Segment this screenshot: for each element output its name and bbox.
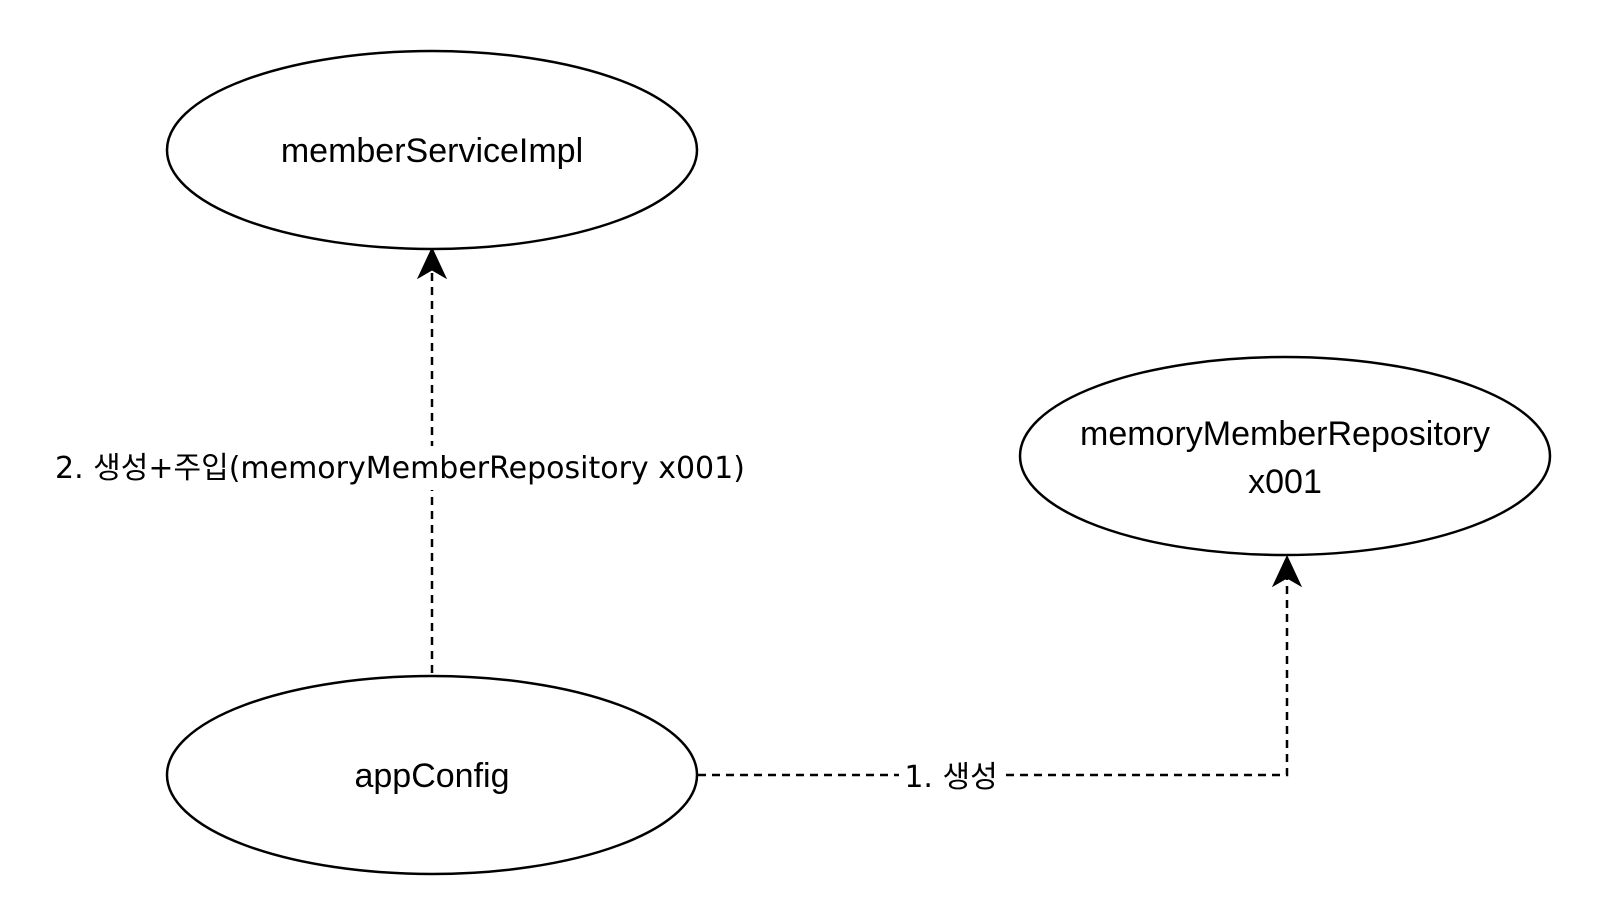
edge-create-repo-arrowhead [1271,554,1303,588]
node-app-config-label: appConfig [354,757,509,795]
node-memory-member-repository-shape [1018,355,1552,557]
node-member-service-impl-shape [165,49,699,251]
edge-create-inject-label: 2. 생성+주입(memoryMemberRepository x001) [55,451,745,486]
edge-create-inject-label-group: 2. 생성+주입(memoryMemberRepository x001) [50,446,810,490]
edge-create-repo-label: 1. 생성 [904,760,997,795]
edge-create-inject-label-bg [50,446,810,490]
node-app-config[interactable]: appConfig [165,674,699,876]
edge-create-repo [698,554,1303,777]
node-app-config-shape [165,674,699,876]
node-memory-member-repository-label-line2: x001 [1248,463,1322,501]
node-member-service-impl[interactable]: memberServiceImpl [165,49,699,251]
edge-create-repo-line [698,578,1289,777]
node-memory-member-repository[interactable]: memoryMemberRepository x001 [1018,355,1552,557]
node-memory-member-repository-label-line1: memoryMemberRepository [1080,415,1490,453]
edge-create-inject-arrowhead [416,246,448,280]
edge-create-repo-label-bg [899,755,1003,795]
node-member-service-impl-label: memberServiceImpl [281,132,583,170]
edge-create-repo-label-group: 1. 생성 [899,755,1003,795]
